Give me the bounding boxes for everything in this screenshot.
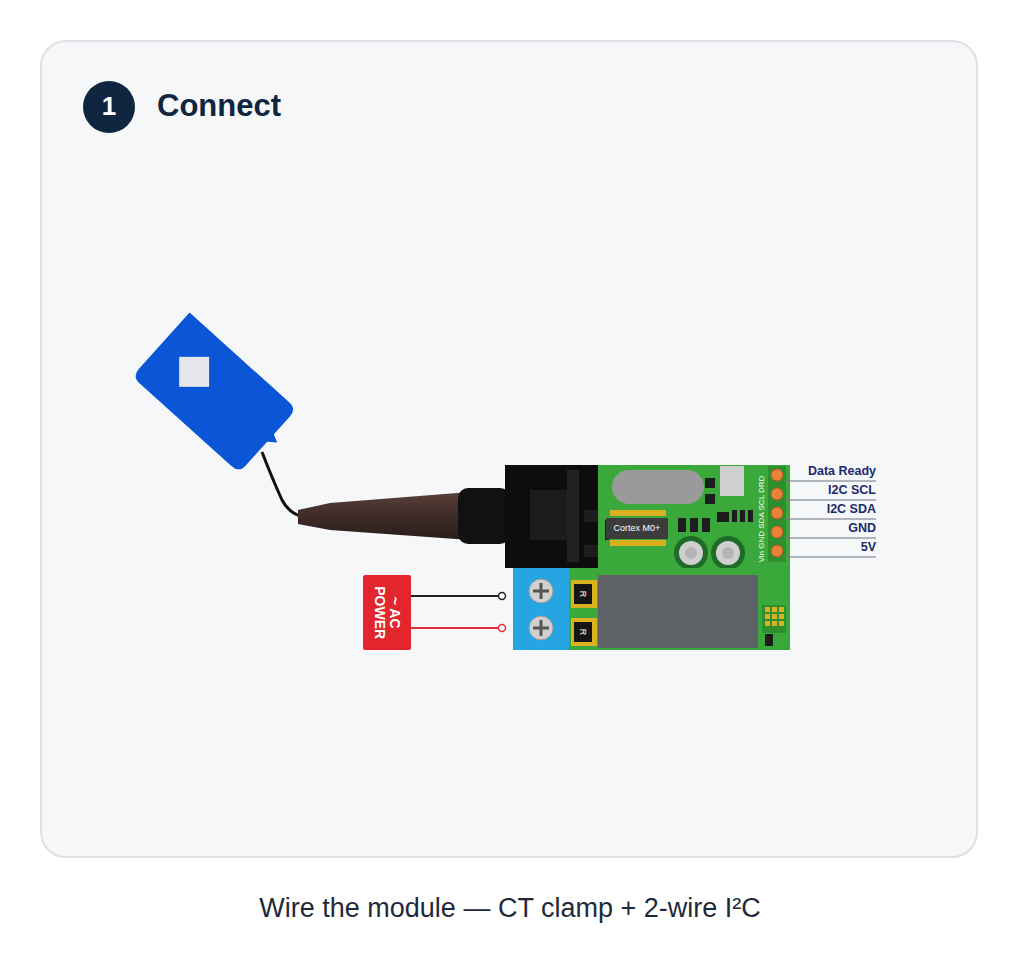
transformer [598,575,758,648]
pcb-bottom [513,568,790,650]
leader-lines [784,481,876,557]
terminal-block [513,568,569,650]
pcb-top [598,465,790,575]
pin-label: I2C SCL [828,483,876,497]
resistor [574,622,592,642]
pin-label: GND [848,521,876,535]
node-text: ~ AC POWER [372,578,401,647]
pin-label: I2C SDA [827,502,876,516]
capacitor [674,536,745,570]
mcu-chip: Cortex M0+ [606,518,668,539]
card-title: Connect [157,88,281,124]
chip-pads [610,510,666,546]
card-panel [40,40,978,858]
node-text: Cortex M0+ [614,524,661,533]
step-badge: 1 [83,81,135,133]
jack-collar [458,488,510,544]
pin-label: 5V [861,540,876,554]
resistor-label: R [578,629,588,636]
header-pins [768,466,786,562]
plug [298,492,470,540]
ct-clamp [132,313,303,479]
caption: Wire the module — CT clamp + 2-wire I²C [0,893,1020,924]
resistor [574,584,592,604]
test-pads [765,607,784,626]
silkscreen-pins: Vin GND SDA SCL DRD [757,476,766,563]
pin-label: Data Ready [808,464,876,478]
crystal [612,470,704,504]
jack-housing [505,465,602,568]
node-text: 1 [102,93,116,120]
ac-wires [411,593,506,632]
ac-power-tag: ~ AC POWER [363,575,411,650]
resistor-label: R [578,591,588,598]
terminal-screw [529,579,553,640]
ct-cable [262,452,305,517]
